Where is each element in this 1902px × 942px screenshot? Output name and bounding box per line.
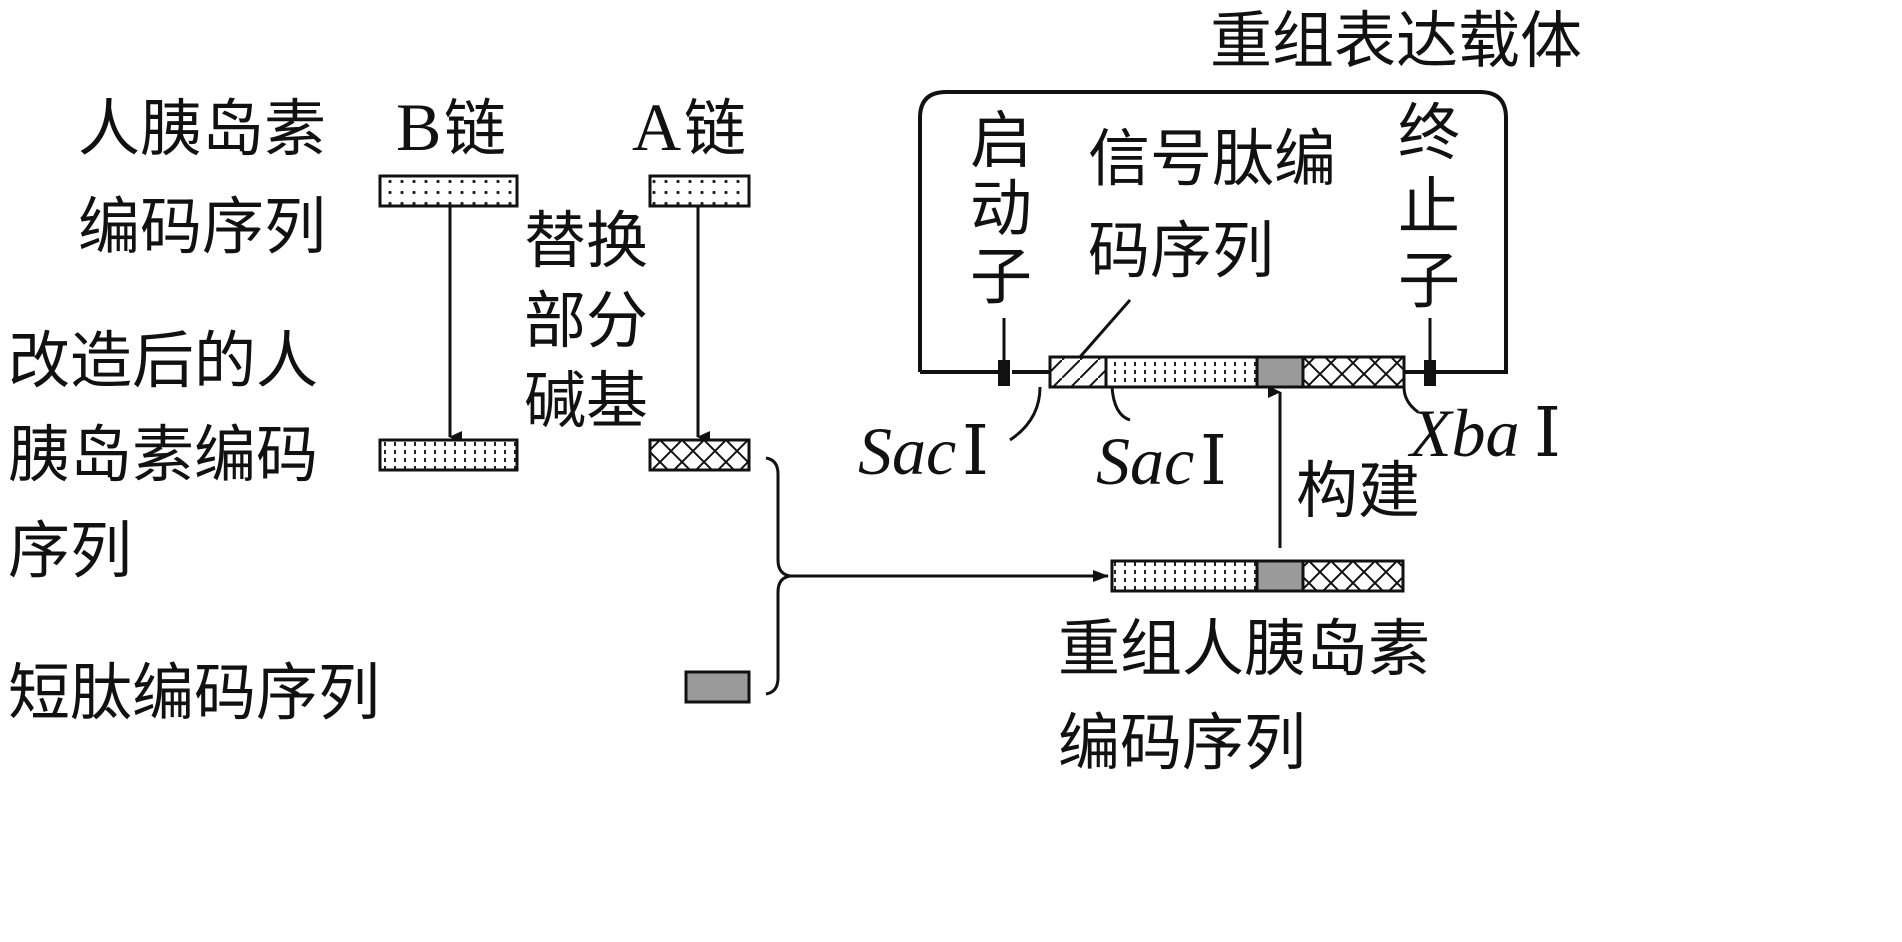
combine-brace [765, 456, 791, 696]
signal-peptide-line2: 码序列 [1088, 214, 1274, 287]
replace-label-line2: 部分 [524, 284, 648, 357]
sac-site-2-numeral: Ⅰ [1200, 423, 1227, 499]
recombinant-insulin-block [1110, 559, 1405, 593]
label-modified-line2: 胰岛素编码 [8, 418, 318, 491]
signal-peptide-line1: 信号肽编 [1088, 122, 1336, 195]
a-chain-char: 链 [684, 92, 746, 165]
xba-site-numeral: Ⅰ [1534, 395, 1561, 471]
terminator-char-1: 终 [1398, 96, 1460, 169]
sac-site-2-name: Sac [1096, 423, 1194, 499]
label-modified-line3: 序列 [8, 514, 132, 587]
b-chain-letter: B [396, 89, 441, 165]
b-chain-char: 链 [444, 92, 506, 165]
b-chain-original-block [378, 174, 519, 208]
b-chain-modified-block [378, 438, 519, 472]
terminator-char-3: 子 [1398, 244, 1460, 317]
a-chain-original-block [648, 174, 751, 208]
sac-site-2-line [1110, 386, 1131, 422]
promoter-char-1: 启 [970, 104, 1032, 177]
xba-site-name: Xba [1407, 395, 1520, 471]
a-chain-modified-block [648, 438, 751, 472]
sac-site-1-name: Sac [858, 413, 956, 489]
promoter-char-2: 动 [970, 172, 1032, 245]
label-human-insulin-line1: 人胰岛素 [78, 92, 326, 165]
short-peptide-block [684, 670, 751, 704]
terminator-char-2: 止 [1398, 170, 1460, 243]
label-human-insulin-line2: 编码序列 [78, 190, 326, 263]
terminator-mark [1424, 360, 1436, 386]
sac-site-1-numeral: Ⅰ [962, 413, 989, 489]
signal-peptide-pointer [1078, 299, 1132, 358]
promoter-mark [998, 360, 1010, 386]
construct-label: 构建 [1296, 454, 1420, 527]
xba-site-line [1402, 386, 1419, 414]
promoter-char-3: 子 [970, 240, 1032, 313]
vector-title: 重组表达载体 [1210, 4, 1582, 77]
vector-outline [918, 90, 1508, 374]
sac-site-1-line [1009, 386, 1042, 442]
label-modified-line1: 改造后的人 [8, 324, 318, 397]
recombinant-label-line2: 编码序列 [1058, 706, 1306, 779]
recombinant-label-line1: 重组人胰岛素 [1058, 612, 1430, 685]
label-short-peptide: 短肽编码序列 [8, 656, 380, 729]
replace-label-line1: 替换 [524, 204, 648, 277]
a-chain-letter: A [632, 89, 681, 165]
vector-insert [1048, 355, 1406, 389]
replace-label-line3: 碱基 [524, 364, 648, 437]
